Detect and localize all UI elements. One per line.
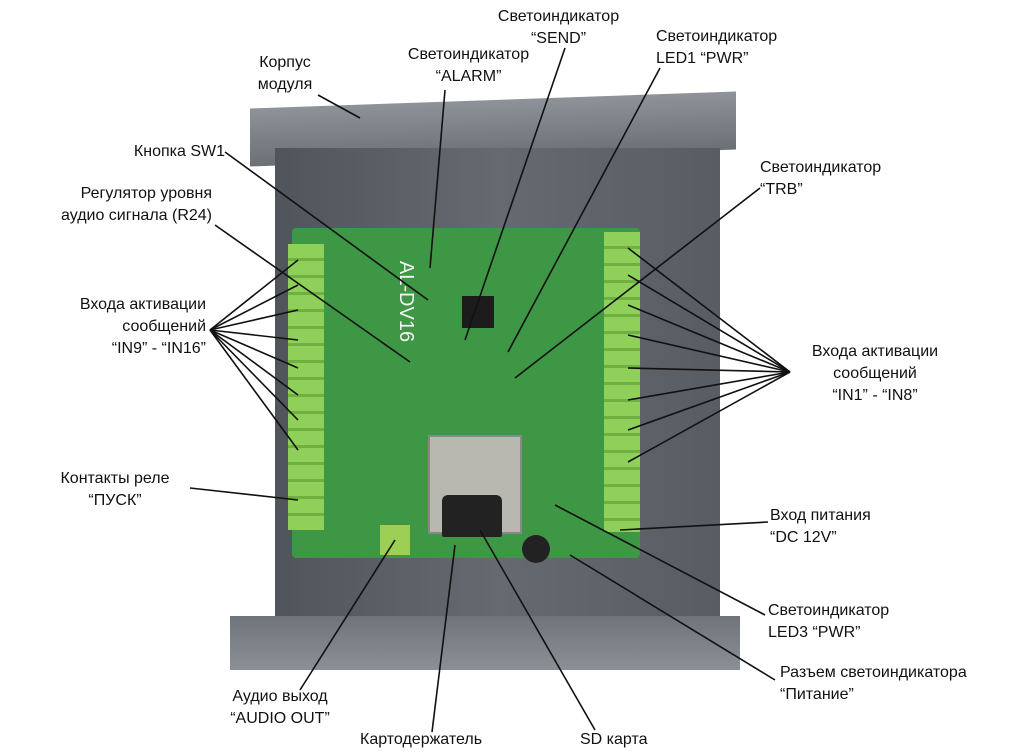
label-dc: Вход питания “DC 12V”: [770, 505, 871, 549]
label-audio-out: Аудио выход “AUDIO OUT”: [210, 686, 350, 730]
label-line: Входа активации: [79, 296, 206, 313]
label-line: Светоиндикатор: [760, 159, 882, 176]
label-line: Кнопка SW1: [133, 143, 225, 160]
label-line: “ALARM”: [435, 68, 502, 85]
label-line: LED1 “PWR”: [656, 50, 749, 67]
label-line: Контакты реле: [60, 470, 170, 487]
label-line: “Питание”: [780, 686, 854, 703]
label-r24: Регулятор уровня аудио сигнала (R24): [20, 183, 212, 227]
label-housing: Корпус модуля: [240, 52, 330, 96]
terminal-block-right: [604, 232, 640, 532]
terminal-block-left: [288, 244, 324, 530]
label-line: “ПУСК”: [88, 492, 142, 509]
label-card-holder: Картодержатель: [360, 729, 482, 751]
label-line: аудио сигнала (R24): [61, 207, 212, 224]
capacitor: [522, 535, 550, 563]
label-in1-in8: Входа активации сообщений “IN1” - “IN8”: [790, 341, 960, 407]
label-line: “SEND”: [530, 30, 587, 47]
label-line: Разъем светоиндикатора: [780, 664, 967, 681]
label-relay: Контакты реле “ПУСК”: [30, 468, 200, 512]
label-line: сообщений: [833, 365, 917, 382]
label-line: “IN9” - “IN16”: [111, 340, 206, 357]
sd-card: [442, 495, 502, 537]
label-line: Аудио выход: [232, 688, 328, 705]
label-line: “DC 12V”: [770, 529, 837, 546]
label-trb: Светоиндикатор “TRB”: [760, 157, 881, 201]
label-line: модуля: [257, 76, 313, 93]
label-line: SD карта: [580, 731, 648, 748]
label-line: Светоиндикатор: [497, 8, 620, 25]
label-sw1: Кнопка SW1: [60, 141, 225, 163]
label-line: Светоиндикатор: [656, 28, 778, 45]
label-line: “TRB”: [760, 181, 803, 198]
label-line: “IN1” - “IN8”: [832, 387, 918, 404]
label-line: Входа активации: [811, 343, 939, 360]
label-sd-card: SD карта: [580, 729, 648, 751]
label-power-connector: Разъем светоиндикатора “Питание”: [780, 662, 967, 706]
label-send: Светоиндикатор “SEND”: [476, 6, 641, 50]
housing-bottom-flange: [230, 616, 740, 670]
label-line: Корпус: [259, 54, 311, 71]
label-line: Светоиндикатор: [407, 46, 530, 63]
label-line: Регулятор уровня: [80, 185, 212, 202]
label-line: Картодержатель: [360, 731, 483, 748]
label-line: Вход питания: [770, 507, 871, 524]
label-line: “AUDIO OUT”: [230, 710, 330, 727]
label-alarm: Светоиндикатор “ALARM”: [386, 44, 551, 88]
label-line: сообщений: [122, 318, 206, 335]
label-line: Светоиндикатор: [768, 602, 890, 619]
label-in9-in16: Входа активации сообщений “IN9” - “IN16”: [20, 294, 206, 360]
label-line: LED3 “PWR”: [768, 624, 861, 641]
